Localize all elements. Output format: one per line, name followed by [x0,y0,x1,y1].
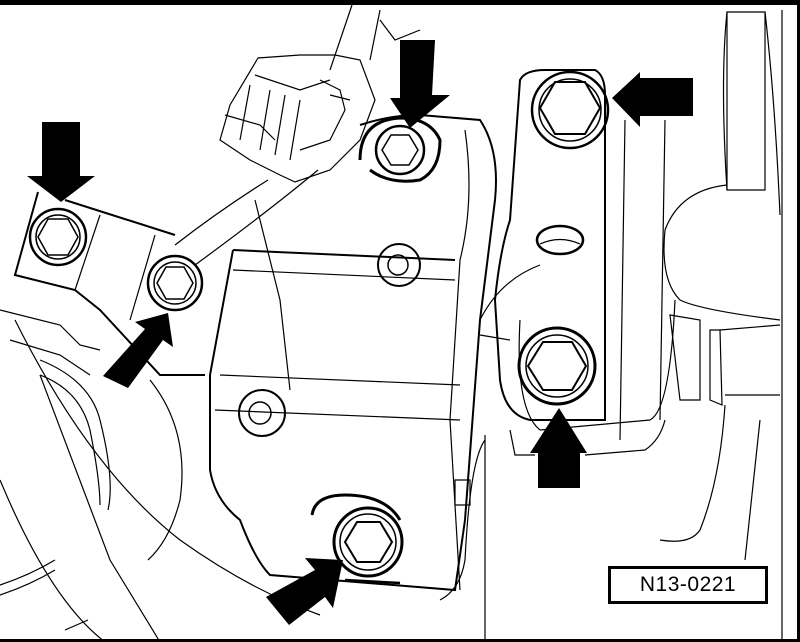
frame-border-right [797,0,800,642]
bolt-left-lower [146,254,204,312]
left-bracket [0,191,205,376]
arrow-left-icon [612,72,693,127]
arrow-down-icon [390,40,450,128]
arrow-down-icon [27,122,95,202]
arrow-up-right-icon [103,313,173,388]
washer-circles [238,243,421,437]
connector-harness [174,4,421,266]
arrow-up-right-icon [266,558,343,625]
right-arm [479,69,676,441]
frame-border-bottom [0,639,800,642]
bolt-bottom [310,493,404,585]
bolt-left-bracket [28,207,88,267]
figure-label: N13-0221 [608,566,768,604]
bolt-right-lower [517,326,597,406]
background-contours [0,319,321,642]
slot-hole [535,224,585,256]
bolt-top-right [530,70,610,150]
bolt-top-center [358,116,442,183]
right-side-components [439,10,783,640]
frame-border-top [0,0,800,5]
arrow-up-icon [530,408,587,488]
